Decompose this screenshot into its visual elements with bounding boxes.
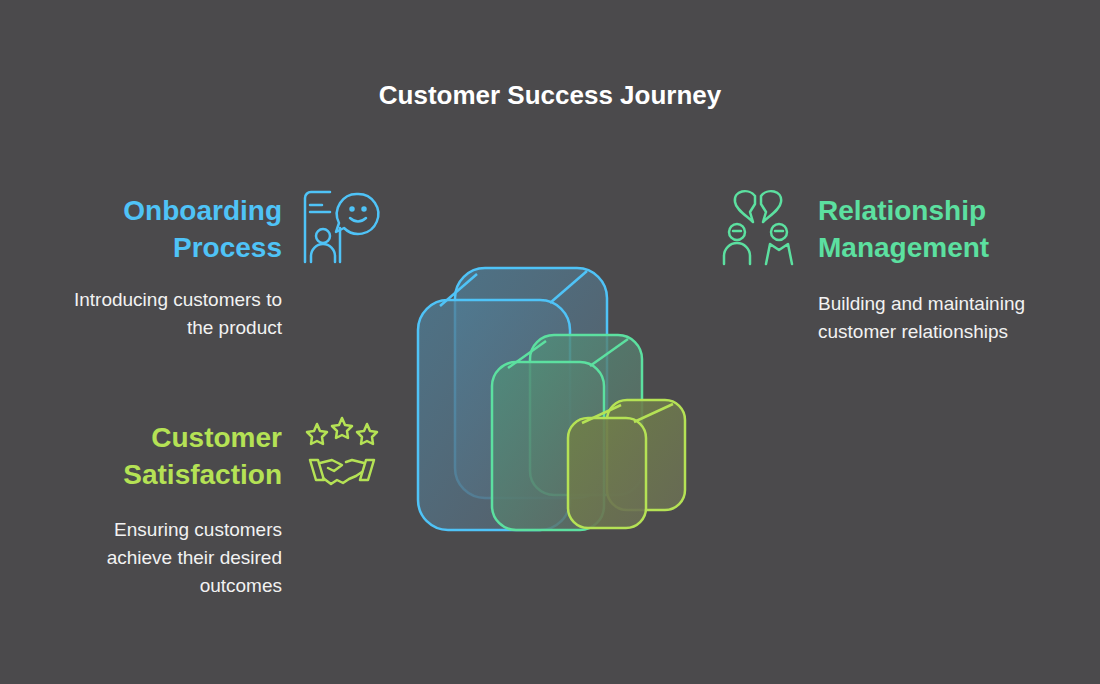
stage-heading: Customer Satisfaction (82, 419, 282, 493)
inner-layer (568, 400, 685, 528)
stage-description: Introducing customers to the product (60, 286, 282, 342)
relationship-icon (724, 191, 792, 264)
stage-description: Building and maintaining customer relati… (818, 290, 1063, 346)
onboarding-icon (305, 192, 378, 262)
stage-description: Ensuring customers achieve their desired… (77, 516, 282, 600)
stage-heading: Relationship Management (818, 192, 1048, 266)
stage-heading: Onboarding Process (62, 192, 282, 266)
diagram-title: Customer Success Journey (0, 80, 1100, 111)
satisfaction-icon (307, 418, 377, 484)
